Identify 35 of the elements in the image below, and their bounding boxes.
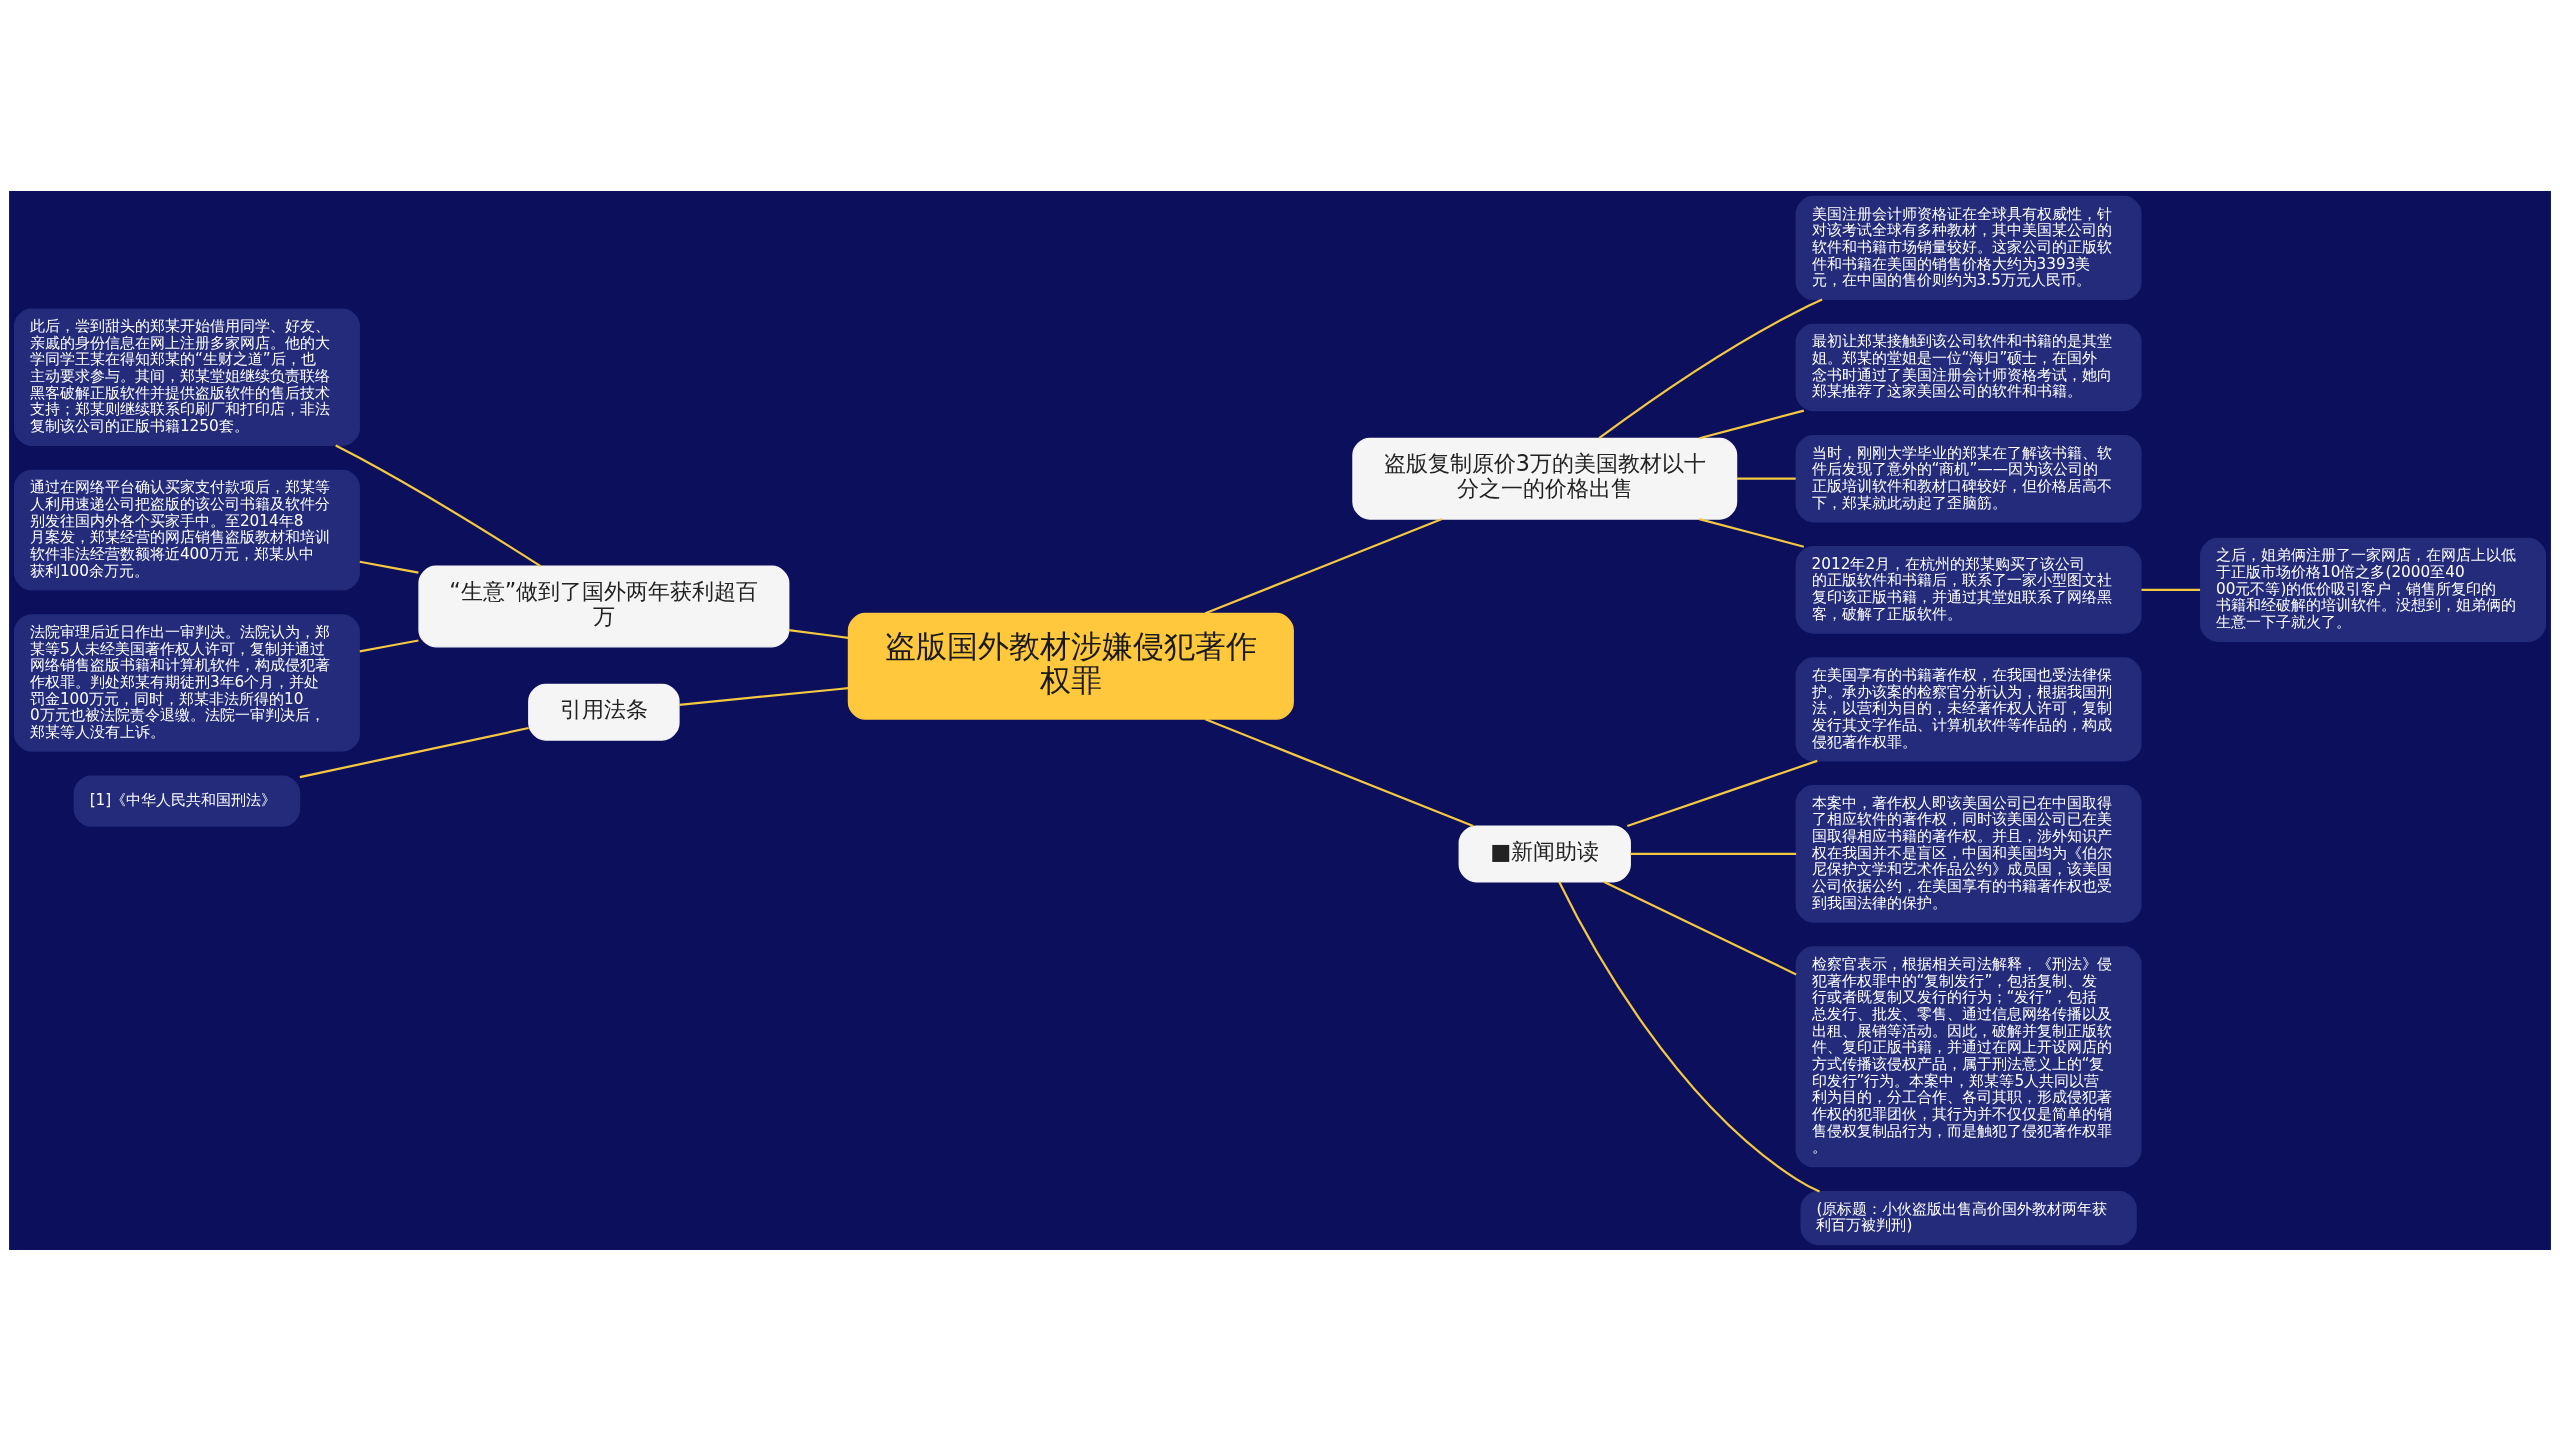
node-box: 通过在网络平台确认买家支付款项后，郑某等人利用速递公司把盗版的该公司书籍及软件分别发往国内外各个买家手中。至2014年8月案发，郑某经营的网店销售盗版教材和培训软件非法经营数额将近400万元，郑某从中获利100余万元。	[13, 469, 360, 591]
node-box: 最初让郑某接触到该公司软件和书籍的是其堂姐。郑某的堂姐是一位“海归”硕士，在国外念书时通过了美国注册会计师资格考试，她向郑某推荐了这家美国公司的软件和书籍。	[1795, 323, 2142, 412]
node-box: “生意”做到了国外两年获利超百万	[418, 565, 790, 648]
connector	[299, 726, 529, 779]
connector	[1626, 759, 1818, 828]
connector	[1699, 409, 1805, 440]
node-box: (原标题：小伙盗版出售高价国外教材两年获利百万被判刑)	[1800, 1190, 2137, 1246]
node-box: 2012年2月，在杭州的郑某购买了该公司的正版软件和书籍后，联系了一家小型图文社复印该正版书籍，并通过其堂姐联系了网络黑客，破解了正版软件。	[1795, 546, 2142, 634]
connector	[679, 687, 849, 706]
node-box: 盗版复制原价3万的美国教材以十分之一的价格出售	[1352, 437, 1738, 520]
connector	[2141, 588, 2201, 591]
node-box: 美国注册会计师资格证在全球具有权威性，针对该考试全球有多种教材，其中美国某公司的软件和书籍市场销量较好。这家公司的正版软件和书籍在美国的销售价格大约为3393美元，在中国的售价则约为3.5万元人民币。	[1795, 195, 2142, 301]
connector	[788, 629, 849, 639]
node-box: 引用法条	[528, 683, 680, 741]
node-box: 当时，刚刚大学毕业的郑某在了解该书籍、软件后发现了意外的“商机”——因为该公司的正版培训软件和教材口碑较好，但价格居高不下，郑某就此动起了歪脑筋。	[1795, 434, 2142, 523]
connector	[359, 560, 419, 574]
connector	[1558, 881, 1820, 1193]
node-box: 本案中，著作权人即该美国公司已在中国取得了相应软件的著作权，同时该美国公司已在美国取得相应书籍的著作权。并且，涉外知识产权在我国并不是盲区，中国和美国均为《伯尔尼保护文学和艺术作品公约》成员国，该美国公司依据公约，在美国享有的书籍著作权也受到我国法律的保护。	[1795, 785, 2142, 923]
node-box: 盗版国外教材涉嫌侵犯著作权罪	[847, 612, 1294, 720]
node-box: 检察官表示，根据相关司法解释，《刑法》侵犯著作权罪中的“复制发行”，包括复制、发行或者既复制又发行的行为；“发行”，包括总发行、批发、零售、通过信息网络传播以及出租、展销等活动。因此，破解并复制正版软件、复印正版书籍，并通过在网上开设网店的方式传播该侵权产品，属于刑法意义上的“复印发行”行为。本案中，郑某等5人共同以营利为目的，分工合作、各司其职，形成侵犯著作权的犯罪团伙，其行为并不仅仅是简单的销售侵权复制品行为，而是触犯了侵犯著作权罪。	[1795, 946, 2142, 1168]
node-box: [1]《中华人民共和国刑法》	[73, 775, 301, 827]
node-box: ■新闻助读	[1458, 825, 1631, 883]
node-box: 之后，姐弟俩注册了一家网店，在网店上以低于正版市场价格10倍之多(2000至4000元不等)的低价吸引客户，销售所复印的书籍和经破解的培训软件。没想到，姐弟俩的生意一下子就火了。	[2200, 537, 2547, 642]
connector	[1204, 518, 1443, 615]
connector	[1630, 852, 1797, 856]
connector	[335, 444, 542, 568]
connector	[1603, 880, 1797, 976]
node-box: 此后，尝到甜头的郑某开始借用同学、好友、亲戚的身份信息在网上注册多家网店。他的大学同学王某在得知郑某的“生财之道”后，也主动要求参与。其间，郑某堂姐继续负责联络黑客破解正版软件并提供盗版软件的售后技术支持；郑某则继续联系印刷厂和打印店，非法复制该公司的正版书籍1250套。	[13, 308, 360, 447]
node-box: 在美国享有的书籍著作权，在我国也受法律保护。承办该案的检察官分析认为，根据我国刑法，以营利为目的，未经著作权人许可，复制发行其文字作品、计算机软件等作品的，构成侵犯著作权罪。	[1795, 657, 2142, 762]
connector	[359, 639, 419, 653]
connector	[1598, 298, 1823, 440]
node-box: 法院审理后近日作出一审判决。法院认为，郑某等5人未经美国著作权人许可，复制并通过网络销售盗版书籍和计算机软件，构成侵犯著作权罪。判处郑某有期徒刑3年6个月，并处罚金100万元，同时，郑某非法所得的100万元也被法院责令退缴。法院一审判决后，郑某等人没有上诉。	[13, 614, 360, 752]
connector	[1737, 477, 1796, 480]
connector	[1204, 718, 1474, 827]
connector	[1699, 518, 1805, 548]
